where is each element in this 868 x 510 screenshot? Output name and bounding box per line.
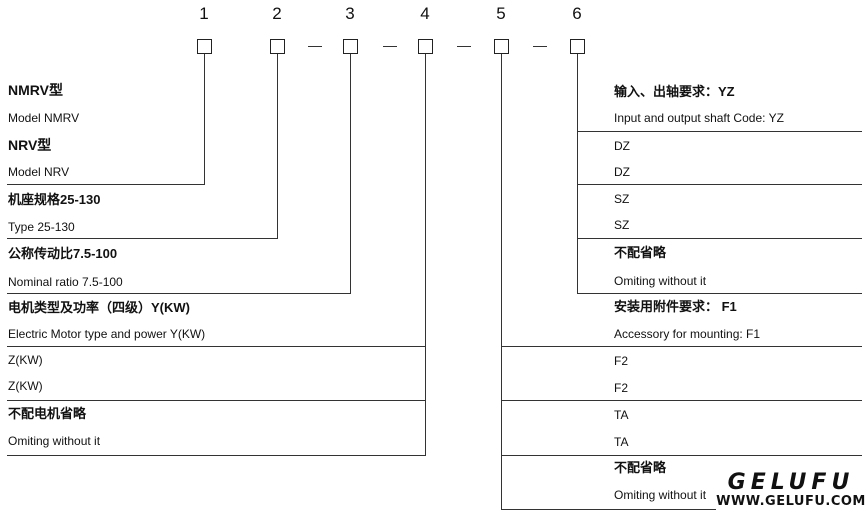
- shaft-cn: 输入、出轴要求：YZ: [614, 84, 735, 99]
- separator-dash: [308, 46, 322, 47]
- code-box-6: [570, 39, 585, 54]
- separator-dash: [533, 46, 547, 47]
- code-box-5: [494, 39, 509, 54]
- logo-url: WWW.GELUFU.COM: [716, 494, 866, 509]
- ratio-en: Nominal ratio 7.5-100: [8, 275, 123, 289]
- accessory-ta1: TA: [614, 408, 629, 422]
- separator-dash: [457, 46, 471, 47]
- accessory-f2b: F2: [614, 381, 629, 395]
- motor-z2: Z(KW): [8, 379, 43, 393]
- motor-cn: 电机类型及功率（四级）Y(KW): [8, 300, 190, 315]
- motor-en: Electric Motor type and power Y(KW): [8, 327, 206, 341]
- model-nmrv-en: Model NMRV: [8, 111, 80, 125]
- position-number-6: 6: [572, 4, 582, 23]
- shaft-dz2: DZ: [614, 165, 630, 179]
- model-nmrv-cn: NMRV型: [8, 82, 63, 98]
- brand-logo: GELUFU WWW.GELUFU.COM: [716, 470, 866, 510]
- shaft-omit-cn: 不配省略: [614, 245, 667, 260]
- code-box-1: [197, 39, 212, 54]
- position-number-2: 2: [272, 4, 282, 23]
- model-nrv-cn: NRV型: [8, 137, 52, 153]
- accessory-omit-en: Omiting without it: [614, 488, 707, 502]
- shaft-en: Input and output shaft Code: YZ: [614, 111, 784, 125]
- motor-omit-en: Omiting without it: [8, 434, 101, 448]
- accessory-cn: 安装用附件要求： F1: [614, 299, 737, 314]
- code-box-2: [270, 39, 285, 54]
- position-number-4: 4: [420, 4, 430, 23]
- position-number-5: 5: [496, 4, 506, 23]
- accessory-en: Accessory for mounting: F1: [614, 327, 761, 341]
- code-box-4: [418, 39, 433, 54]
- accessory-f2a: F2: [614, 354, 629, 368]
- size-en: Type 25-130: [8, 220, 75, 234]
- motor-z1: Z(KW): [8, 353, 43, 367]
- size-cn: 机座规格25-130: [8, 192, 101, 207]
- shaft-sz1: SZ: [614, 192, 630, 206]
- position-number-1: 1: [199, 4, 209, 23]
- position-number-3: 3: [345, 4, 355, 23]
- code-box-3: [343, 39, 358, 54]
- motor-omit-cn: 不配电机省略: [8, 406, 87, 421]
- logo-wordmark: GELUFU: [727, 470, 855, 495]
- accessory-omit-cn: 不配省略: [614, 460, 667, 475]
- ratio-cn: 公称传动比7.5-100: [8, 246, 118, 261]
- shaft-dz1: DZ: [614, 139, 630, 153]
- shaft-sz2: SZ: [614, 218, 630, 232]
- separator-dash: [383, 46, 397, 47]
- model-nrv-en: Model NRV: [8, 165, 70, 179]
- shaft-omit-en: Omiting without it: [614, 274, 707, 288]
- accessory-ta2: TA: [614, 435, 629, 449]
